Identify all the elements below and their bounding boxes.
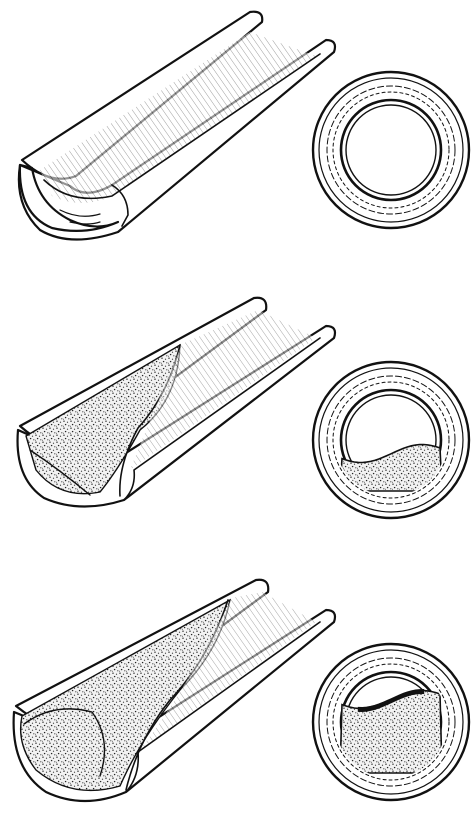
artery-longitudinal-section-1: [19, 12, 335, 240]
plaque-deposit-cross-2: [340, 445, 442, 492]
panel-stage-1: [19, 12, 469, 240]
panel-stage-2: [18, 298, 469, 518]
artery-longitudinal-section-2: [18, 298, 335, 507]
artery-cross-section-1: [313, 72, 469, 228]
artery-cross-section-3: [313, 644, 469, 800]
artery-longitudinal-section-3: [14, 580, 335, 801]
panel-stage-3: [14, 580, 469, 801]
artery-cross-section-2: [313, 362, 469, 518]
